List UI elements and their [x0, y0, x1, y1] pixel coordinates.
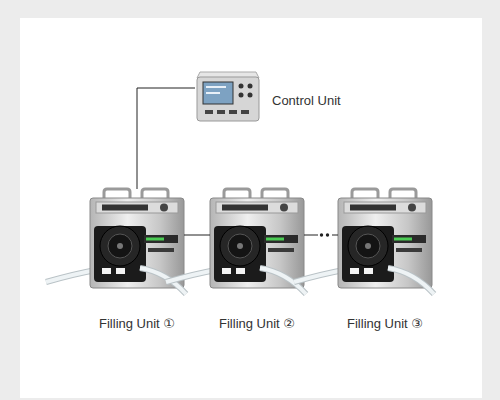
- pump-drawing: [166, 189, 306, 294]
- connector-line: [304, 235, 338, 236]
- gap: [318, 231, 332, 239]
- button: [229, 110, 237, 114]
- connector-line: [184, 235, 210, 236]
- node-label: Filling Unit ③: [347, 316, 423, 331]
- filling-unit: Filling Unit ③: [338, 189, 432, 331]
- pump-drawing: [46, 189, 186, 294]
- button: [248, 84, 253, 89]
- screen-line: [206, 86, 226, 88]
- connector-line: [137, 88, 195, 189]
- continuation-dot: [320, 233, 323, 236]
- filling-unit: Filling Unit ①: [90, 189, 184, 331]
- button: [205, 110, 213, 114]
- control-unit: Control Unit: [195, 70, 345, 124]
- button: [239, 84, 244, 89]
- panel-background: [20, 18, 482, 398]
- device-body: [197, 77, 259, 121]
- screen-line: [206, 92, 220, 94]
- pump-drawing: [294, 189, 434, 294]
- control-device: [197, 72, 259, 121]
- node-label: Filling Unit ①: [99, 316, 175, 331]
- button: [241, 110, 249, 114]
- filling-unit: Filling Unit ②: [210, 189, 304, 331]
- button: [248, 93, 253, 98]
- button: [217, 110, 225, 114]
- button: [239, 93, 244, 98]
- device-screen: [203, 82, 233, 104]
- node-label: Control Unit: [272, 93, 341, 108]
- continuation-dot: [326, 233, 329, 236]
- node-label: Filling Unit ②: [219, 316, 295, 331]
